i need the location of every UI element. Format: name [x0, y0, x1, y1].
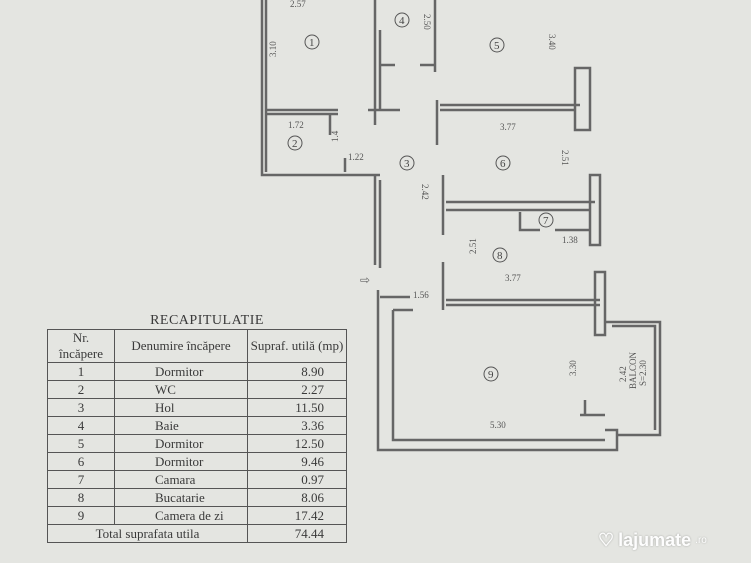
walls — [260, 0, 662, 452]
room-area: 3.36 — [247, 416, 347, 435]
recap-title: RECAPITULATIE — [150, 313, 264, 328]
room-9-door-width: 1.56 — [413, 290, 429, 300]
room-name: Dormitor — [114, 362, 248, 381]
room-area: 0.97 — [247, 470, 347, 489]
room-7-width: 1.38 — [562, 235, 578, 245]
room-area: 11.50 — [247, 398, 347, 417]
room-1-number: 1 — [309, 37, 315, 49]
room-6-number: 6 — [500, 158, 506, 170]
room-number: 6 — [47, 452, 115, 471]
room-6-height: 2.51 — [560, 150, 570, 166]
room-9-width: 5.30 — [490, 420, 506, 430]
recap-table: Nr. încăpere Denumire încăpere Supraf. u… — [47, 329, 347, 543]
room-1-width: 2.57 — [290, 0, 306, 9]
room-3-number: 3 — [404, 158, 410, 170]
room-2-width: 1.72 — [288, 120, 304, 130]
room-5-number: 5 — [494, 40, 500, 52]
room-5-height: 3.40 — [547, 34, 557, 50]
room-8-height: 2.51 — [468, 238, 478, 254]
room-4-height: 2.50 — [422, 14, 432, 30]
total-label: Total suprafata utila — [47, 524, 248, 543]
room-7-number: 7 — [543, 215, 549, 227]
room-name: Dormitor — [114, 434, 248, 453]
room-number: 3 — [47, 398, 115, 417]
room-area: 8.06 — [247, 488, 347, 507]
total-row: Total suprafata utila 74.44 — [47, 524, 347, 543]
header-name: Denumire încăpere — [114, 329, 248, 363]
header-nr: Nr. încăpere — [47, 329, 115, 363]
room-2-height: 1.4 — [330, 130, 340, 142]
room-8-number: 8 — [497, 250, 503, 262]
room-number: 7 — [47, 470, 115, 489]
header-area: Supraf. utilă (mp) — [247, 329, 347, 363]
room-3-width: 1.22 — [348, 152, 364, 162]
room-area: 17.42 — [247, 506, 347, 525]
room-name: Baie — [114, 416, 248, 435]
room-6-width: 3.77 — [500, 122, 516, 132]
room-name: Camera de zi — [114, 506, 248, 525]
room-name: WC — [114, 380, 248, 399]
watermark-brand: lajumate — [618, 530, 692, 550]
heart-check-icon: ♡ — [598, 530, 615, 550]
room-number: 1 — [47, 362, 115, 381]
room-9-height: 3.30 — [568, 360, 578, 376]
room-8-width: 3.77 — [505, 273, 521, 283]
room-2-number: 2 — [292, 138, 298, 150]
room-3-height: 2.42 — [420, 184, 430, 200]
recap-table-block: RECAPITULATIE Nr. încăpere Denumire încă… — [47, 313, 347, 543]
room-number: 5 — [47, 434, 115, 453]
room-name: Hol — [114, 398, 248, 417]
room-name: Bucatarie — [114, 488, 248, 507]
room-name: Dormitor — [114, 452, 248, 471]
room-9-number: 9 — [488, 369, 494, 381]
room-area: 8.90 — [247, 362, 347, 381]
room-area: 12.50 — [247, 434, 347, 453]
watermark-suffix: .ro — [695, 535, 707, 546]
balcony-area: S=2.30 — [638, 360, 648, 386]
entrance-arrow-icon: ⇨ — [360, 273, 370, 287]
room-number: 8 — [47, 488, 115, 507]
room-number: 2 — [47, 380, 115, 399]
watermark: ♡ lajumate.ro — [598, 530, 707, 551]
room-number: 4 — [47, 416, 115, 435]
room-1-height: 3.10 — [268, 41, 278, 57]
room-number: 9 — [47, 506, 115, 525]
balcony-label: BALCON — [628, 351, 638, 389]
room-name: Camara — [114, 470, 248, 489]
total-value: 74.44 — [247, 524, 347, 543]
room-4-number: 4 — [399, 15, 405, 27]
balcony-dim: 2.42 — [618, 366, 628, 382]
room-area: 9.46 — [247, 452, 347, 471]
room-area: 2.27 — [247, 380, 347, 399]
